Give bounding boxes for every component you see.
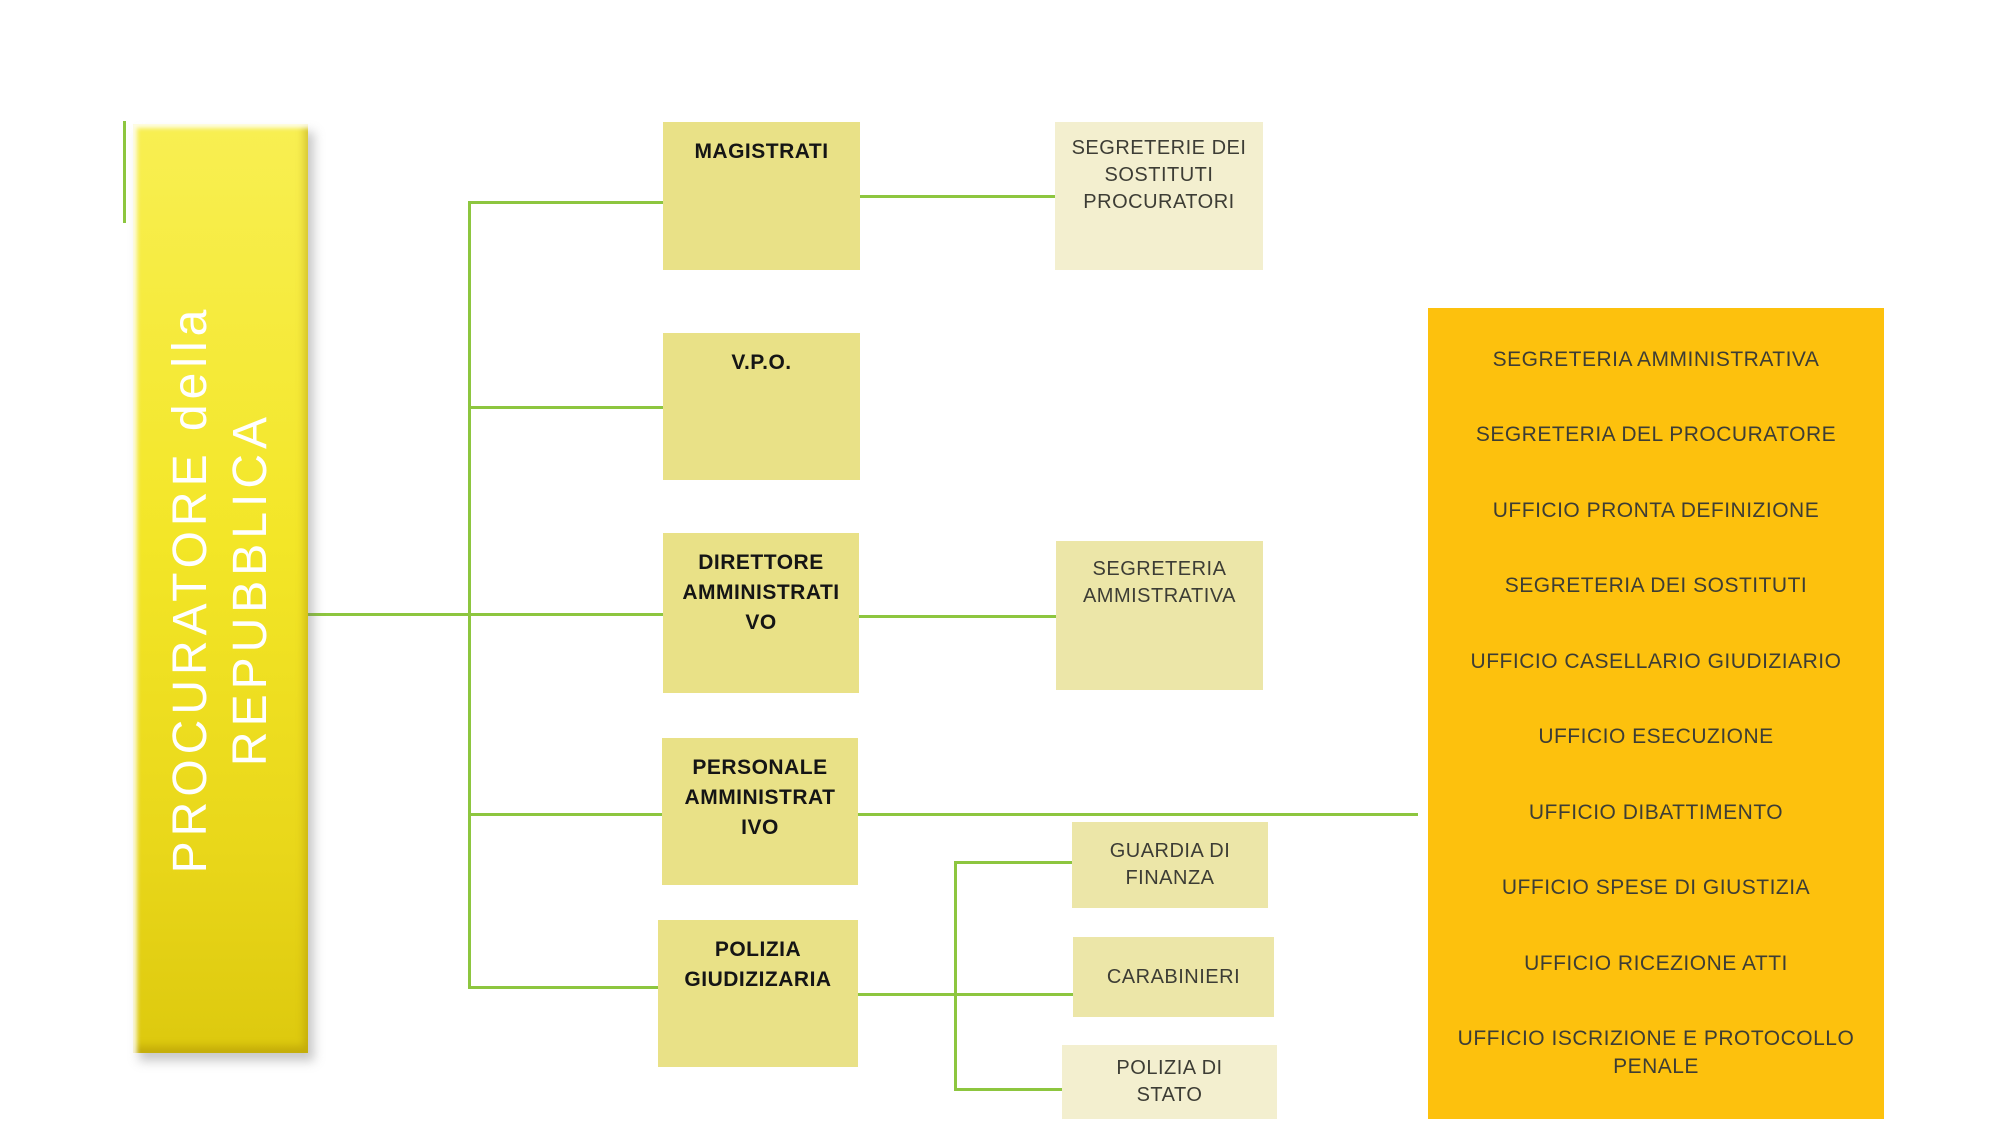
- box-personale-amministrativo: PERSONALE AMMINISTRAT IVO: [662, 738, 858, 885]
- connector-branch-polizia-stato: [954, 1088, 1062, 1091]
- box-personale-label: PERSONALE AMMINISTRAT IVO: [684, 756, 836, 839]
- connector-personale-uffici: [858, 813, 1418, 816]
- connector-branch-magistrati: [468, 201, 663, 204]
- box-polizia-giudizizaria: POLIZIA GIUDIZIZARIA: [658, 920, 858, 1067]
- connector-magistrati-segreterie: [860, 195, 1055, 198]
- box-magistrati-label: MAGISTRATI: [694, 140, 829, 163]
- box-polizia-giudizizaria-label: POLIZIA GIUDIZIZARIA: [684, 938, 832, 991]
- box-guardia-finanza: GUARDIA DI FINANZA: [1072, 822, 1268, 908]
- connector-polizia-junction: [858, 993, 1073, 996]
- connector-branch-personale: [468, 813, 662, 816]
- root-box-title: PROCURATORE della REPUBBLICA: [163, 304, 277, 873]
- box-magistrati: MAGISTRATI: [663, 122, 860, 270]
- connector-branch-guardia: [954, 861, 1072, 864]
- box-vpo-label: V.P.O.: [731, 351, 792, 374]
- box-segreterie-sostituti-label: SEGRETERIE DEI SOSTITUTI PROCURATORI: [1071, 137, 1247, 213]
- uffici-item: UFFICIO CASELLARIO GIUDIZIARIO: [1470, 649, 1842, 673]
- uffici-item: UFFICIO RICEZIONE ATTI: [1524, 951, 1788, 975]
- root-box-procuratore: PROCURATORE della REPUBBLICA: [133, 124, 308, 1053]
- uffici-item: SEGRETERIA AMMINISTRATIVA: [1492, 347, 1820, 371]
- uffici-item: UFFICIO PRONTA DEFINIZIONE: [1492, 498, 1820, 522]
- uffici-item: UFFICIO SPESE DI GIUSTIZIA: [1501, 876, 1811, 900]
- box-carabinieri-label: CARABINIERI: [1106, 965, 1241, 988]
- uffici-item: UFFICIO DIBATTIMENTO: [1528, 800, 1784, 824]
- connector-police-trunk: [954, 861, 957, 1091]
- box-carabinieri: CARABINIERI: [1073, 937, 1274, 1017]
- uffici-item: SEGRETERIA DEI SOSTITUTI: [1504, 574, 1808, 598]
- box-polizia-stato: POLIZIA DI STATO: [1062, 1045, 1277, 1119]
- box-guardia-finanza-label: GUARDIA DI FINANZA: [1109, 840, 1231, 889]
- box-direttore-label: DIRETTORE AMMINISTRATI VO: [682, 551, 840, 634]
- uffici-item: UFFICIO ESECUZIONE: [1538, 725, 1774, 749]
- connector-branch-vpo: [468, 406, 663, 409]
- uffici-item: SEGRETERIA DEL PROCURATORE: [1475, 423, 1837, 447]
- box-direttore-amministrativo: DIRETTORE AMMINISTRATI VO: [663, 533, 859, 693]
- box-segreteria-ammistrativa-label: SEGRETERIA AMMISTRATIVA: [1082, 558, 1237, 607]
- connector-main-trunk: [468, 201, 471, 989]
- accent-line-segment: [123, 121, 126, 223]
- box-polizia-stato-label: POLIZIA DI STATO: [1116, 1057, 1223, 1106]
- connector-root-to-trunk: [300, 613, 663, 616]
- uffici-panel: SEGRETERIA AMMINISTRATIVA SEGRETERIA DEL…: [1428, 308, 1884, 1119]
- box-segreteria-ammistrativa: SEGRETERIA AMMISTRATIVA: [1056, 541, 1263, 690]
- connector-direttore-segreteria: [859, 615, 1056, 618]
- box-vpo: V.P.O.: [663, 333, 860, 480]
- connector-branch-polizia: [468, 986, 658, 989]
- uffici-item: UFFICIO ISCRIZIONE E PROTOCOLLO PENALE: [1457, 1027, 1855, 1079]
- box-segreterie-sostituti: SEGRETERIE DEI SOSTITUTI PROCURATORI: [1055, 122, 1263, 270]
